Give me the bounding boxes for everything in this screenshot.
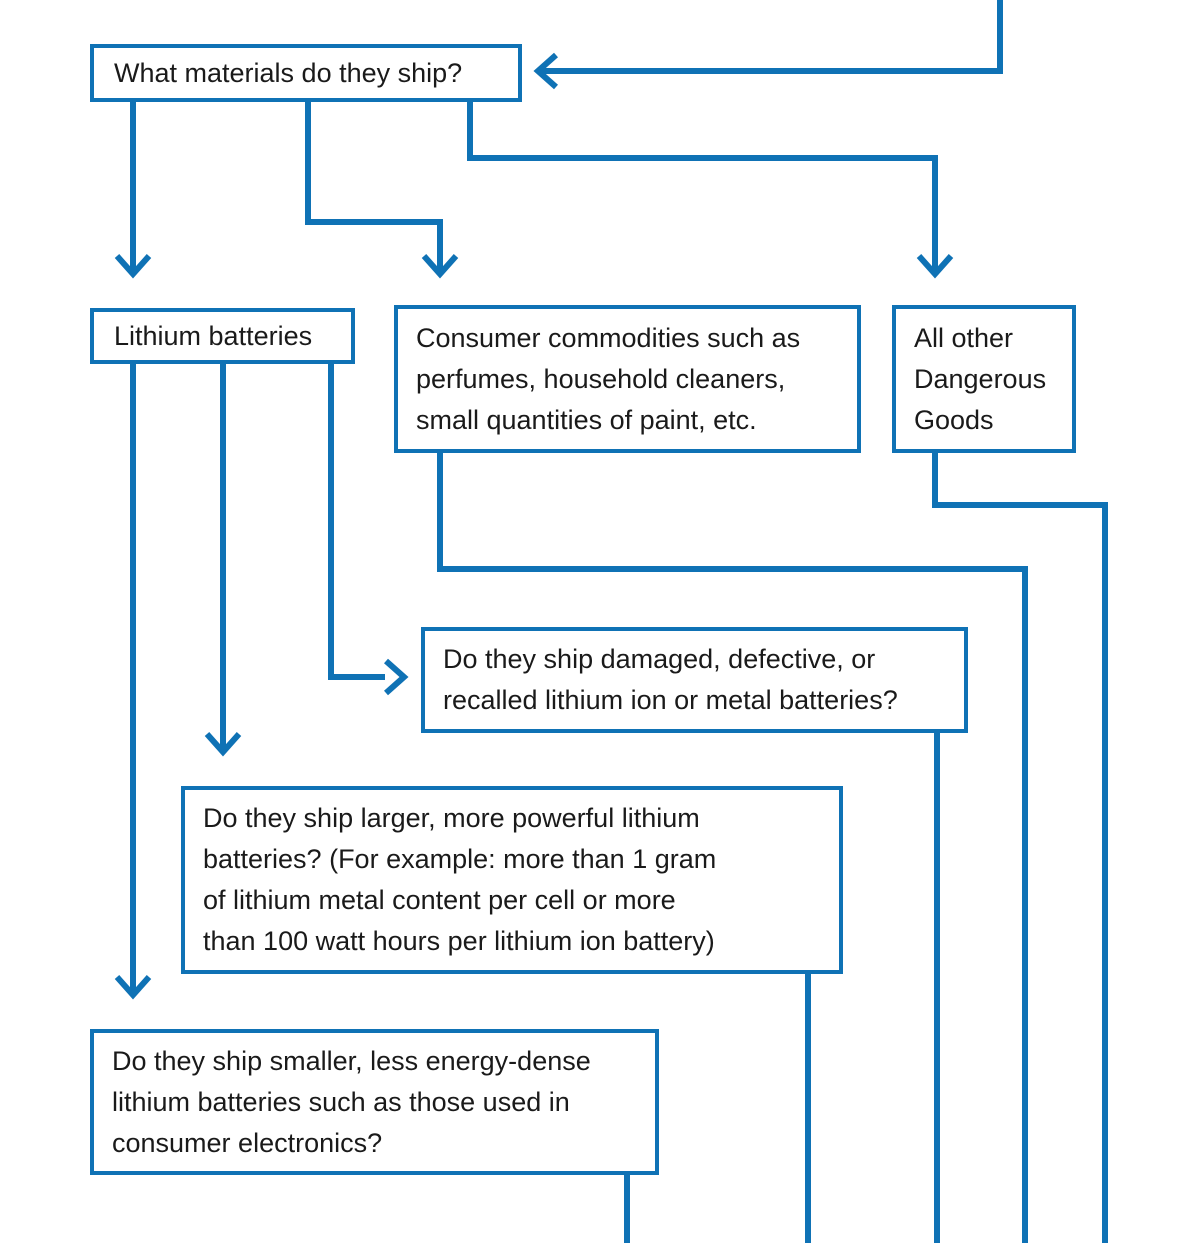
node-lithium-batteries[interactable]: Lithium batteries — [90, 308, 355, 364]
edge-lithium-damaged — [328, 364, 385, 680]
node-label: Consumer commodities such as perfumes, h… — [416, 322, 801, 435]
edge-return-into-root — [540, 0, 1003, 74]
edge-root-consumer — [305, 102, 443, 272]
node-label: Do they ship smaller, less energy-dense … — [112, 1045, 591, 1158]
arrowhead-damaged-node — [384, 658, 409, 696]
node-label: All other Dangerous Goods — [914, 322, 1047, 435]
arrowhead-lithium-node — [114, 254, 152, 279]
node-consumer-commodities[interactable]: Consumer commodities such as perfumes, h… — [394, 305, 861, 453]
node-all-other-dangerous-goods[interactable]: All other Dangerous Goods — [892, 305, 1076, 453]
node-larger-powerful-batteries[interactable]: Do they ship larger, more powerful lithi… — [181, 786, 843, 974]
arrowhead-smaller-node — [114, 975, 152, 1000]
node-label: Lithium batteries — [114, 320, 313, 351]
arrowhead-allother-node — [916, 254, 954, 279]
arrowhead-into-root — [533, 52, 558, 90]
arrowhead-larger-node — [204, 732, 242, 757]
node-what-materials[interactable]: What materials do they ship? — [90, 44, 522, 102]
node-smaller-energy-dense-batteries[interactable]: Do they ship smaller, less energy-dense … — [90, 1029, 659, 1175]
node-label: Do they ship damaged, defective, or reca… — [443, 644, 898, 715]
arrowhead-consumer-node — [421, 254, 459, 279]
edge-allother-offpage — [932, 453, 1108, 1243]
edge-root-allother — [467, 102, 938, 272]
node-label: Do they ship larger, more powerful lithi… — [203, 803, 717, 956]
node-label: What materials do they ship? — [114, 57, 463, 88]
node-damaged-defective-recalled[interactable]: Do they ship damaged, defective, or reca… — [421, 627, 968, 733]
